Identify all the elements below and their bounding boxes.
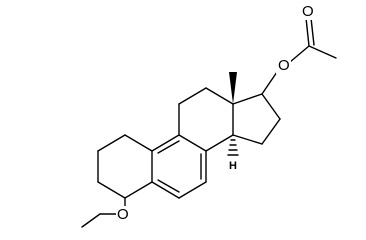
carbonyl-oxygen-label: O	[302, 3, 314, 20]
ring-c	[178, 87, 234, 152]
ring-b	[151, 134, 207, 199]
methoxy-oxygen-label: O	[117, 206, 129, 223]
carbonyl-oxygen-atom: O	[300, 3, 315, 20]
methoxy-oxygen-atom: O	[116, 206, 130, 223]
bond-c3	[205, 87, 234, 105]
bond-b5	[151, 181, 180, 199]
bond-b1	[151, 134, 180, 152]
chemical-structure-diagram: O O O H	[81, 3, 337, 228]
ring-a	[97, 134, 153, 199]
bond-c17-o	[261, 71, 278, 95]
bond-c2	[178, 87, 207, 105]
bond-d1	[232, 93, 263, 105]
ring-d	[232, 93, 281, 145]
bond-d2	[261, 93, 281, 120]
bond-a5	[124, 181, 153, 199]
methyl-wedge	[229, 72, 237, 104]
bond-d4	[232, 134, 263, 145]
acetate-group	[261, 17, 337, 95]
bond-co-1	[305, 17, 310, 47]
bond-d3	[261, 118, 281, 145]
bond-b2	[178, 134, 207, 152]
bond-b4	[178, 181, 207, 199]
stereo-h-atom: H	[229, 160, 237, 172]
bond-a2	[97, 134, 126, 152]
bond-b5-double	[157, 179, 180, 193]
stereo-h-hash	[227, 139, 239, 156]
bond-methyl	[81, 213, 101, 228]
bond-o-carbonyl	[289, 45, 310, 63]
ester-oxygen-label: O	[278, 57, 290, 74]
bond-a4	[97, 181, 126, 199]
bond-carbonyl-methyl	[308, 45, 337, 59]
stereo-h-label: H	[229, 160, 237, 172]
ester-oxygen-atom: O	[276, 57, 291, 74]
bond-co-2	[310, 17, 315, 46]
bond-a1	[124, 134, 153, 152]
bond-c5	[205, 134, 234, 152]
bond-b1-double	[157, 140, 180, 154]
